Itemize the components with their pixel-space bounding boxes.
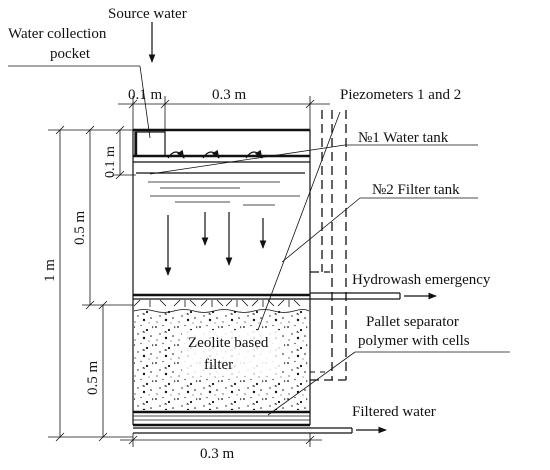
dim-pocket-height: 0.1 m (103, 146, 118, 178)
filtered-water-label: Filtered water (352, 404, 436, 420)
dim-upper-height: 0.5 m (72, 211, 88, 246)
leaders (8, 22, 510, 416)
water-tank-label: №1 Water tank (358, 130, 449, 146)
dim-tank-width-top: 0.3 m (212, 87, 247, 103)
filter-tank-label: №2 Filter tank (372, 182, 460, 198)
dim-tank-width-bottom: 0.3 m (200, 446, 235, 462)
dim-total-height: 1 m (42, 259, 58, 282)
hydrowash-label: Hydrowash emergency (352, 272, 491, 288)
outlet-pipe (133, 426, 387, 434)
pallet-separator (133, 410, 310, 427)
bottom-dimension (120, 433, 322, 447)
distribution-plate (133, 292, 401, 307)
pallet-label-line2: polymer with cells (358, 333, 470, 349)
tank-body (132, 128, 311, 425)
flow-arrows (164, 212, 267, 276)
left-dimensions (48, 125, 136, 442)
top-dimensions (118, 96, 330, 132)
zeolite-label-line2: filter (204, 357, 233, 373)
overflow-arrows (167, 149, 263, 159)
dim-lower-height: 0.5 m (85, 361, 101, 396)
source-water-label: Source water (108, 6, 187, 22)
pocket-label-line1: Water collection (8, 26, 107, 42)
water-surface (136, 172, 305, 206)
piezometers-label: Piezometers 1 and 2 (340, 87, 461, 103)
zeolite-label-line1: Zeolite based (188, 335, 269, 351)
pocket-label-line2: pocket (50, 46, 91, 62)
dim-pocket-width: 0.1 m (128, 87, 163, 103)
piezometers (310, 110, 347, 381)
pallet-label-line1: Pallet separator (366, 314, 459, 330)
